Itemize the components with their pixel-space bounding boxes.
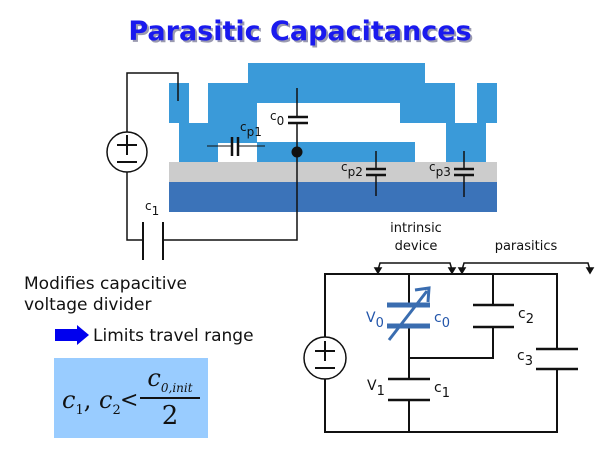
note-line3: Limits travel range bbox=[93, 326, 254, 346]
middle-tier-left bbox=[208, 83, 400, 103]
cp3-capacitor bbox=[454, 151, 474, 197]
slide-title: Parasitic Capacitances bbox=[128, 16, 472, 47]
formula-c1: c bbox=[62, 386, 76, 414]
cp1-capacitor bbox=[207, 137, 265, 156]
formula-c2: c bbox=[99, 386, 113, 414]
middle-tier-connector bbox=[208, 83, 248, 143]
device-voltage-source bbox=[106, 131, 148, 173]
formula-c1-sub: 1 bbox=[75, 402, 84, 418]
device-cross-section: cp1 c0 cp2 cp3 bbox=[106, 63, 497, 260]
right-foot bbox=[446, 123, 486, 162]
cp3-label: cp3 bbox=[429, 160, 451, 179]
formula-denominator: 2 bbox=[161, 400, 179, 431]
variable-capacitor-c0 bbox=[387, 286, 431, 341]
fraction-bar bbox=[140, 396, 200, 399]
device-wiring bbox=[126, 72, 298, 241]
right-tier bbox=[400, 83, 455, 123]
bottom-electrode bbox=[257, 142, 415, 162]
formula-lhs: c1, c2 bbox=[62, 386, 121, 418]
circuit-wiring bbox=[324, 273, 558, 433]
device-c1-capacitor bbox=[142, 222, 164, 260]
left-anchor-upper bbox=[169, 83, 189, 123]
intrinsic-label-line2: device bbox=[395, 239, 438, 254]
right-post bbox=[477, 83, 497, 123]
mems-structure bbox=[169, 63, 497, 162]
formula-comma: , bbox=[83, 386, 99, 414]
circuit-c1-capacitor bbox=[388, 377, 430, 402]
parasitics-label: parasitics bbox=[495, 239, 558, 254]
circuit-c3-capacitor bbox=[536, 347, 578, 371]
c2-circuit-label: c2 bbox=[518, 306, 534, 327]
note-line2: voltage divider bbox=[24, 295, 152, 315]
cp1-label: cp1 bbox=[240, 120, 262, 139]
formula-fraction: c0,init 2 bbox=[140, 364, 200, 431]
note-line1: Modifies capacitive bbox=[24, 274, 187, 294]
c0-label: c0 bbox=[270, 109, 284, 128]
top-beam bbox=[248, 63, 425, 83]
formula-box: c1, c2 < c0,init 2 bbox=[54, 358, 208, 438]
c3-circuit-label: c3 bbox=[517, 348, 533, 369]
v1-label: V1 bbox=[367, 378, 385, 399]
intrinsic-bracket bbox=[373, 262, 457, 275]
insulator-layer bbox=[169, 162, 497, 182]
equivalent-circuit: intrinsic device parasitics bbox=[303, 221, 595, 433]
cp2-capacitor bbox=[366, 151, 386, 196]
right-arrow-icon bbox=[55, 325, 89, 345]
formula-relation: < bbox=[120, 388, 139, 413]
circuit-voltage-source bbox=[303, 336, 347, 380]
v0-label: V0 bbox=[366, 310, 384, 331]
intrinsic-label-line1: intrinsic bbox=[390, 221, 442, 236]
c0-circuit-label: c0 bbox=[434, 310, 450, 331]
device-c1-label: c1 bbox=[145, 199, 159, 218]
parasitics-bracket bbox=[457, 262, 595, 275]
cp2-label: cp2 bbox=[341, 160, 363, 179]
formula-c2-sub: 2 bbox=[112, 402, 121, 418]
substrate bbox=[169, 182, 497, 212]
circuit-c2-capacitor bbox=[473, 303, 514, 329]
formula-numerator: c0,init bbox=[147, 364, 193, 395]
c1-circuit-label: c1 bbox=[434, 380, 450, 401]
